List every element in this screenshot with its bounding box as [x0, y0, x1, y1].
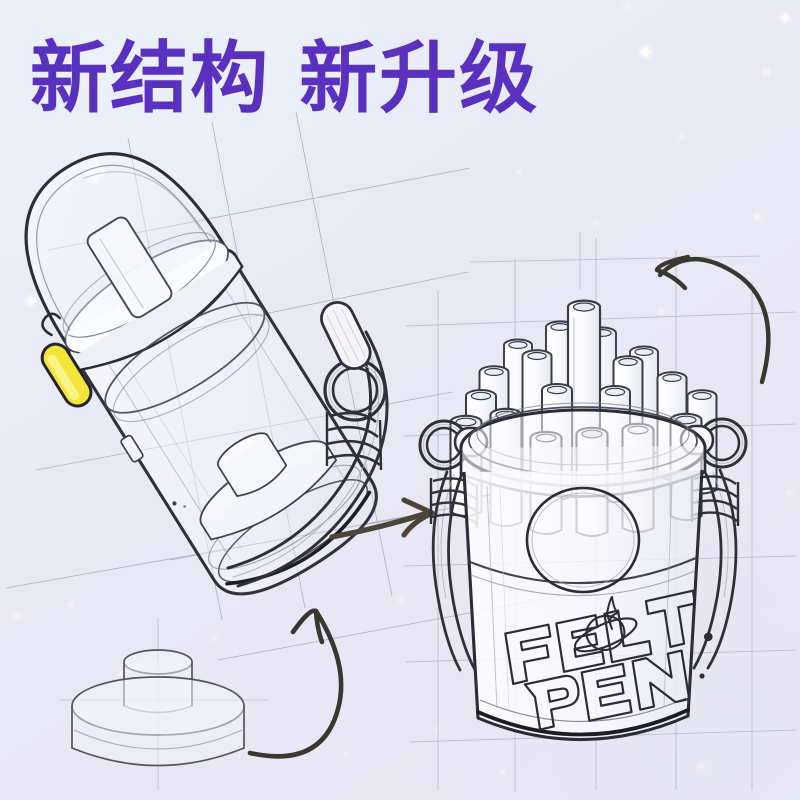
left-rope-wrap [325, 411, 383, 471]
left-bucket-body-group [24, 152, 378, 596]
brand-logo [504, 589, 713, 731]
grid-top-right-cross [469, 232, 761, 290]
left-rope-handle-assembly [226, 301, 389, 588]
yellow-release-button[interactable] [37, 339, 96, 411]
left-hook [41, 312, 62, 337]
arrow-top-right-curve [654, 254, 771, 385]
front-badge-circle [525, 486, 641, 594]
left-inner-spout [86, 216, 173, 319]
right-bucket-body [459, 402, 707, 742]
page-title: 新结构 新升级 [30, 34, 540, 124]
arrow-bottom-curve-up [247, 608, 344, 759]
